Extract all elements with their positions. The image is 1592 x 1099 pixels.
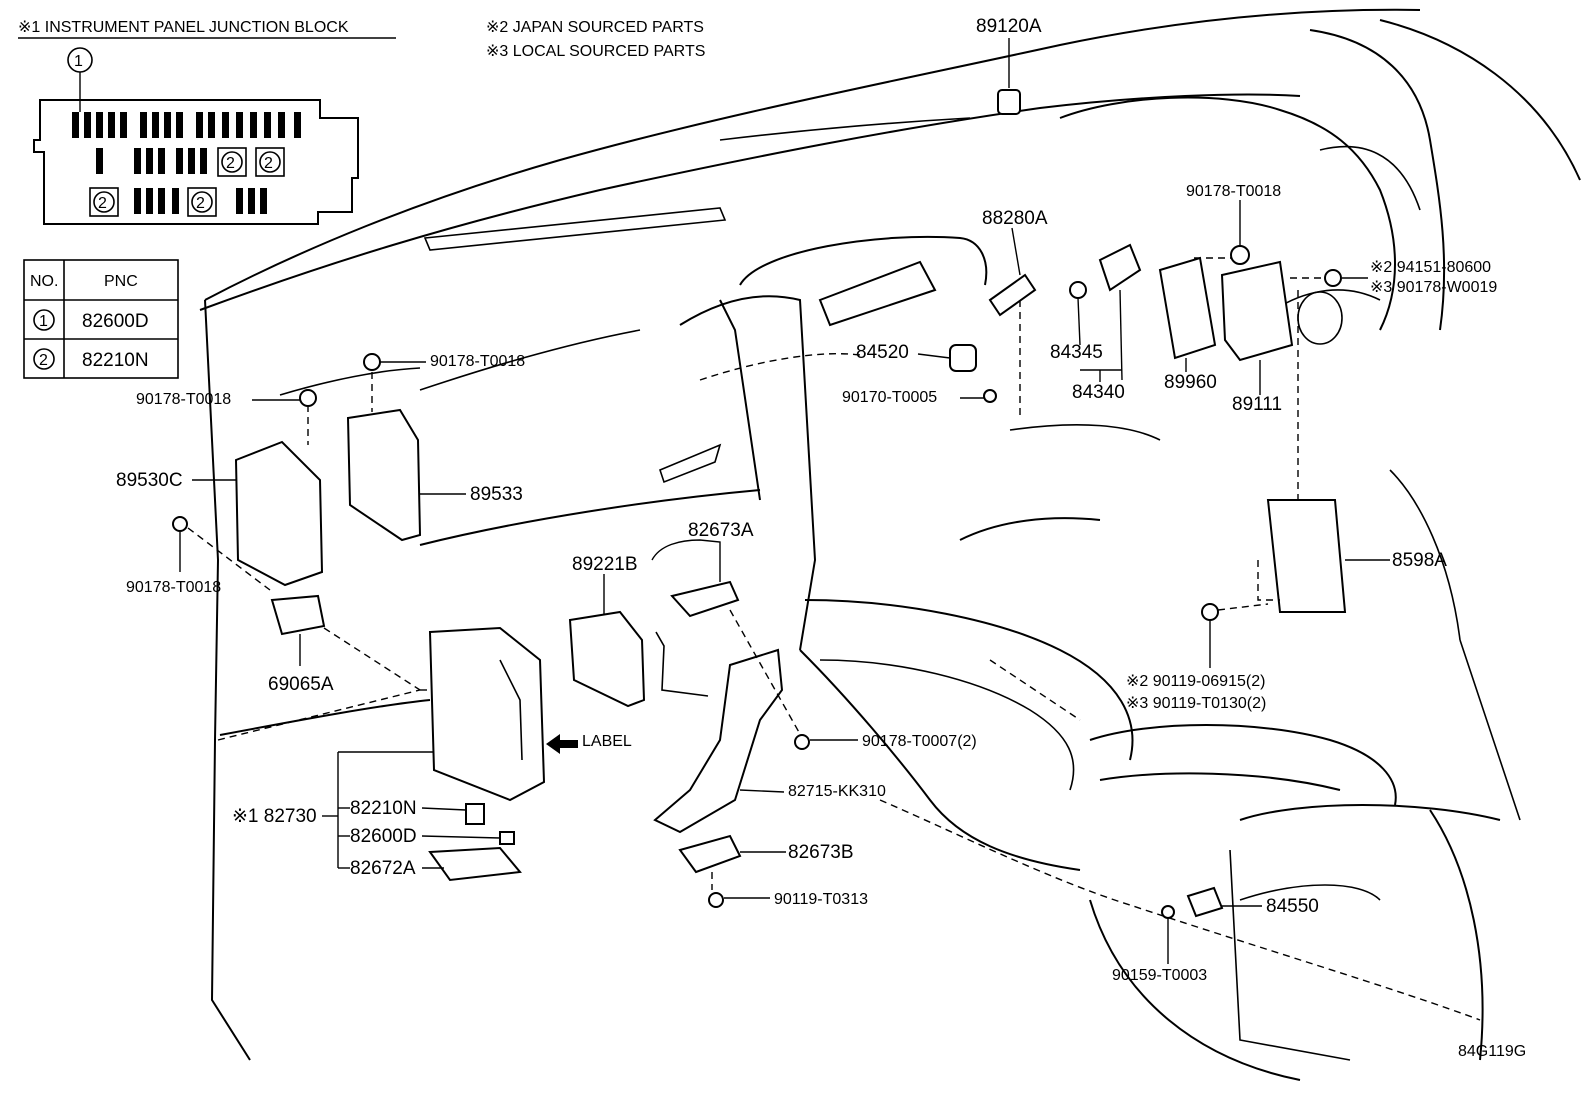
pnc-table: NO. PNC 1 82600D 2 82210N xyxy=(23,259,179,379)
note-japan-sourced: ※2 JAPAN SOURCED PARTS xyxy=(486,19,704,36)
relay-slot: 2 xyxy=(255,147,285,177)
part-94151-80600 xyxy=(1290,269,1368,500)
label-90178-t0018-upper: 90178-T0018 xyxy=(430,353,525,370)
label-90178-t0018-right: 90178-T0018 xyxy=(1186,183,1281,200)
table-header-no: NO. xyxy=(30,273,58,290)
part-82715-kk310 xyxy=(653,648,785,834)
part-90119-t0313 xyxy=(708,892,770,908)
part-89960 xyxy=(1158,256,1217,372)
part-90178-t0018-upper xyxy=(363,353,426,371)
part-8598a xyxy=(1257,499,1390,613)
part-89530c xyxy=(192,405,324,587)
part-82673b xyxy=(678,834,786,890)
label-82672a: 82672A xyxy=(350,858,416,879)
label-82600d: 82600D xyxy=(350,826,417,847)
label-89533: 89533 xyxy=(470,484,523,505)
callout-bracket-82730 xyxy=(322,751,434,869)
dashboard-outline xyxy=(199,8,1581,1081)
label-94151-80600: ※2 94151-80600 xyxy=(1370,259,1491,276)
label-84550: 84550 xyxy=(1266,896,1319,917)
part-90119-06915 xyxy=(1201,603,1269,668)
part-84550 xyxy=(1161,886,1262,964)
callout-number: 1 xyxy=(74,53,83,70)
part-89221b xyxy=(568,574,646,708)
label-89221b: 89221B xyxy=(572,554,638,575)
svg-text:2: 2 xyxy=(226,155,235,172)
junction-block-inset: 1 2 xyxy=(33,47,359,225)
label-90178-t0007: 90178-T0007(2) xyxy=(862,733,977,750)
label-82673b: 82673B xyxy=(788,842,854,863)
note-local-sourced: ※3 LOCAL SOURCED PARTS xyxy=(486,43,705,60)
label-89530c: 89530C xyxy=(116,470,183,491)
part-90178-t0018-lower xyxy=(172,516,271,591)
relay-slot: 2 xyxy=(89,187,119,217)
label-arrow xyxy=(546,734,578,754)
table-header-pnc: PNC xyxy=(104,273,138,290)
label-88280a: 88280A xyxy=(982,208,1048,229)
label-84520: 84520 xyxy=(856,342,909,363)
label-82730: ※1 82730 xyxy=(232,806,317,827)
part-90178-t0018-right xyxy=(1194,200,1250,265)
label-90178-w0019: ※3 90178-W0019 xyxy=(1370,279,1497,296)
part-90170-t0005 xyxy=(960,389,997,403)
table-row-pnc: 82600D xyxy=(82,311,149,332)
label-label: LABEL xyxy=(582,733,632,750)
part-89533 xyxy=(346,372,466,542)
diagram-id: 84G119G xyxy=(1458,1043,1526,1060)
label-90159-t0003: 90159-T0003 xyxy=(1112,967,1207,984)
label-82210n: 82210N xyxy=(350,798,417,819)
label-89120a: 89120A xyxy=(976,16,1042,37)
label-82673a: 82673A xyxy=(688,520,754,541)
part-84520 xyxy=(917,344,977,372)
part-82730 xyxy=(420,626,546,802)
svg-text:2: 2 xyxy=(196,195,205,212)
part-69065a xyxy=(270,594,421,691)
relay-slot: 2 xyxy=(187,187,217,217)
label-90119-t0313: 90119-T0313 xyxy=(774,891,868,908)
label-90170-t0005: 90170-T0005 xyxy=(842,389,937,406)
svg-text:2: 2 xyxy=(264,155,273,172)
label-90119-06915: ※2 90119-06915(2) xyxy=(1126,673,1265,690)
part-82672a xyxy=(422,846,522,882)
table-row-no: 2 xyxy=(39,352,48,369)
label-90119-t0130: ※3 90119-T0130(2) xyxy=(1126,695,1266,712)
label-90178-t0018-lower: 90178-T0018 xyxy=(126,579,221,596)
label-89960: 89960 xyxy=(1164,372,1217,393)
part-90178-t0007 xyxy=(729,609,858,750)
label-90178-t0018-left: 90178-T0018 xyxy=(136,391,231,408)
table-row-no: 1 xyxy=(39,313,48,330)
label-82715-kk310: 82715-KK310 xyxy=(788,783,886,800)
label-84340: 84340 xyxy=(1072,382,1125,403)
part-82210n xyxy=(421,803,485,825)
part-84340 xyxy=(1069,243,1142,382)
relay-slot: 2 xyxy=(217,147,247,177)
label-89111: 89111 xyxy=(1232,394,1282,415)
part-82600d xyxy=(421,831,515,845)
part-89120a xyxy=(997,38,1021,115)
svg-text:2: 2 xyxy=(98,195,107,212)
table-row-pnc: 82210N xyxy=(82,350,149,371)
label-69065a: 69065A xyxy=(268,674,334,695)
part-82673a xyxy=(651,539,740,697)
note-junction-block: ※1 INSTRUMENT PANEL JUNCTION BLOCK xyxy=(18,19,349,36)
label-8598a: 8598A xyxy=(1392,550,1447,571)
part-88280a xyxy=(988,227,1037,420)
part-90178-t0018-left xyxy=(252,389,317,407)
part-89111 xyxy=(1220,260,1294,395)
label-84345: 84345 xyxy=(1050,342,1103,363)
